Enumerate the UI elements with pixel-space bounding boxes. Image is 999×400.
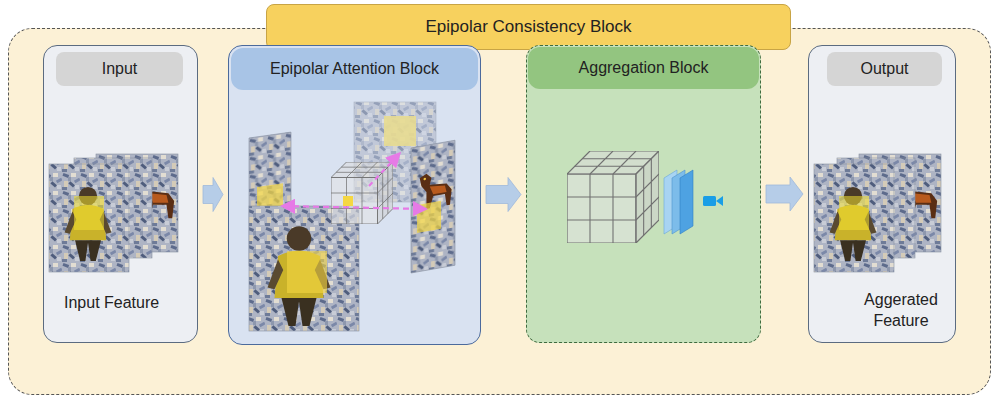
flow-arrow xyxy=(486,178,521,212)
flow-arrow xyxy=(203,178,223,212)
flow-arrow xyxy=(766,177,803,211)
block-band: Epipolar Consistency Block InputInput Fe… xyxy=(8,28,991,395)
panel-header: Output xyxy=(827,52,942,86)
stage-panel: InputInput Feature xyxy=(43,45,198,343)
panel-header: Input xyxy=(56,52,183,86)
panel-caption: Aggerated Feature xyxy=(857,290,945,332)
epipolar-attention-illustration xyxy=(229,46,482,346)
panel-header: Epipolar Attention Block xyxy=(231,48,478,90)
block-title: Epipolar Consistency Block xyxy=(266,4,791,50)
panel-caption: Input Feature xyxy=(64,293,189,314)
panel-header: Aggregation Block xyxy=(528,47,759,89)
stage-panel: OutputAggerated Feature xyxy=(808,45,956,343)
stage-panel: Epipolar Attention Block xyxy=(228,45,481,345)
stage-panel: Aggregation Block xyxy=(526,45,761,343)
aggregation-illustration xyxy=(527,46,762,344)
